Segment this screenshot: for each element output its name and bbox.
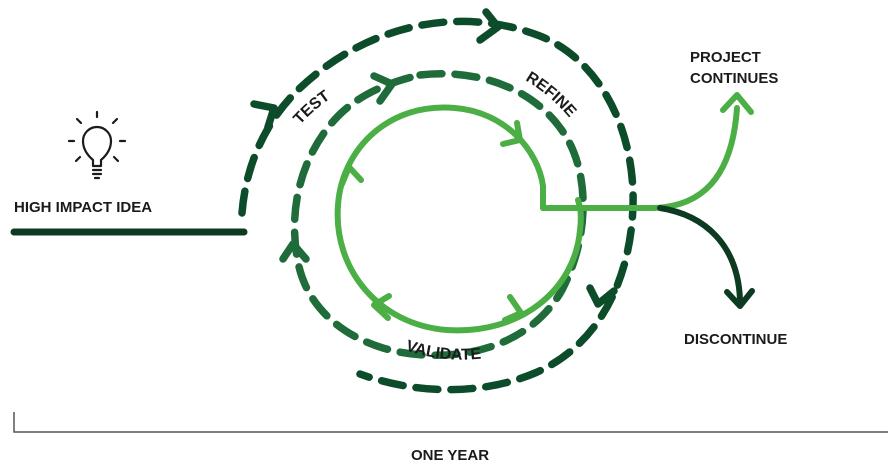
middle-arrow-left [279, 240, 310, 263]
outer-arrow-test [250, 100, 278, 131]
discontinue-arrowhead [724, 288, 755, 309]
lightbulb-icon [67, 110, 127, 180]
inner-arrow-left [339, 164, 364, 187]
continues-arrowhead [720, 92, 754, 115]
discontinue-label: DISCONTINUE [684, 331, 787, 348]
discontinue-branch [657, 205, 743, 303]
middle-dashed-loop [290, 70, 587, 360]
project-continues-label-line2: CONTINUES [690, 70, 778, 87]
idea-label: HIGH IMPACT IDEA [14, 199, 152, 216]
inner-arrow-bottom-left [371, 293, 392, 321]
outer-dashed-loop [238, 17, 637, 394]
inner-arrow-bottom-right [502, 294, 524, 323]
timeline-label: ONE YEAR [411, 447, 489, 464]
inner-arrow-top [500, 120, 523, 147]
middle-arrow-top [370, 72, 396, 105]
test-label: TEST [291, 87, 334, 127]
timeline-axis [13, 412, 888, 433]
outer-arrow-right [586, 284, 618, 308]
project-continues-label-line1: PROJECT [690, 49, 761, 66]
validate-label: VALIDATE [404, 338, 482, 364]
inner-solid-loop [334, 104, 584, 334]
outer-arrow-top [476, 8, 502, 44]
